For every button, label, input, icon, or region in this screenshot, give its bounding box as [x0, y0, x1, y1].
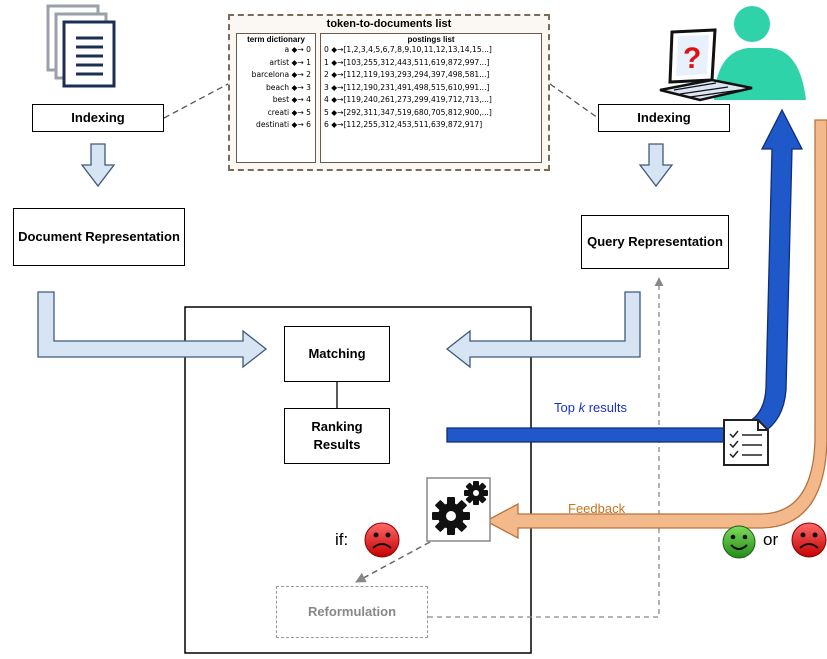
postings-row: 0 ◆→[1,2,3,4,5,6,7,8,9,10,11,12,13,14,15… — [324, 45, 492, 54]
dashed-connector-left — [163, 83, 229, 119]
postings-list-panel: postings list 0 ◆→[1,2,3,4,5,6,7,8,9,10,… — [320, 33, 542, 163]
postings-row: 3 ◆→[112,190,231,491,498,515,610,991...] — [324, 82, 490, 92]
reformulation-box: Reformulation — [276, 586, 428, 638]
term-id: 1 — [306, 57, 311, 67]
indexing-right-box: Indexing — [598, 104, 730, 132]
down-arrow-right — [638, 143, 674, 188]
term-label: beach — [265, 82, 290, 92]
term-dictionary-header: term dictionary — [247, 35, 305, 44]
user-at-computer-icon — [659, 6, 806, 102]
term-row: barcelona ◆→ 2 — [251, 70, 311, 79]
term-id: 3 — [306, 82, 311, 92]
top-k-prefix: Top — [554, 400, 579, 415]
term-row: artist ◆→ 1 — [269, 57, 311, 67]
gears-icon — [426, 477, 491, 542]
happy-face-icon — [722, 525, 756, 559]
keyboard-keys — [673, 82, 741, 98]
postings-row: 5 ◆→[292,311,347,519,680,705,812,900,...… — [324, 107, 492, 117]
term-label: a — [284, 45, 290, 54]
postings-list-header: postings list — [407, 35, 455, 44]
feedback-arrow — [484, 119, 827, 540]
term-row: creati ◆→ 5 — [267, 107, 311, 117]
down-arrow-left — [80, 143, 116, 188]
term-dictionary-panel: term dictionary a ◆→ 0 artist ◆→ 1 barce… — [236, 33, 316, 163]
term-id: 2 — [306, 70, 311, 79]
token-to-documents-list: token-to-documents list term dictionary … — [228, 14, 550, 171]
ranking-results-box: Ranking Results — [284, 408, 390, 464]
term-row: a ◆→ 0 — [284, 45, 311, 54]
query-representation-box: Query Representation — [581, 215, 729, 269]
top-k-variable: k — [578, 400, 586, 415]
retrieval-system-container — [184, 306, 532, 654]
feedback-label: Feedback — [568, 501, 626, 516]
postings-row: 4 ◆→[119,240,261,273,299,419,712,713,...… — [324, 95, 492, 104]
document-stack-icon — [46, 4, 116, 88]
top-k-results-label: Top k results — [554, 400, 627, 415]
question-mark-icon: ? — [683, 42, 701, 75]
term-label: artist — [269, 57, 290, 67]
document-representation-box: Document Representation — [13, 208, 185, 266]
term-row: best ◆→ 4 — [272, 95, 311, 104]
term-label: creati — [267, 107, 290, 117]
term-label: destinati — [256, 120, 290, 129]
matching-box: Matching — [284, 326, 390, 382]
term-id: 4 — [306, 95, 311, 104]
sad-face-icon-right — [791, 522, 827, 558]
if-label: if: — [335, 530, 349, 549]
checklist-document-icon — [723, 419, 769, 466]
top-k-suffix: results — [585, 400, 627, 415]
postings-row: 6 ◆→[112,255,312,453,511,639,872,917] — [324, 120, 483, 129]
postings-row: 1 ◆→[103,255,312,443,511,619,872,997...] — [324, 57, 490, 67]
dashed-reformulation-to-query — [428, 277, 664, 618]
l-arrow-query-to-matching — [445, 291, 641, 369]
term-id: 5 — [306, 107, 311, 117]
sad-face-icon — [364, 522, 400, 558]
indexing-left-box: Indexing — [32, 104, 164, 132]
or-label: or — [763, 530, 779, 549]
token-list-title: token-to-documents list — [326, 18, 452, 30]
term-id: 6 — [306, 120, 311, 129]
term-id: 0 — [306, 45, 311, 54]
l-arrow-document-to-matching — [37, 291, 268, 369]
dashed-gears-to-reformulation — [355, 541, 431, 583]
term-row: destinati ◆→ 6 — [256, 120, 311, 129]
dashed-connector-right — [549, 83, 599, 119]
postings-row: 2 ◆→[112,119,193,293,294,397,498,581...] — [324, 70, 490, 79]
term-label: best — [272, 95, 290, 104]
term-label: barcelona — [251, 70, 290, 79]
term-row: beach ◆→ 3 — [265, 82, 311, 92]
